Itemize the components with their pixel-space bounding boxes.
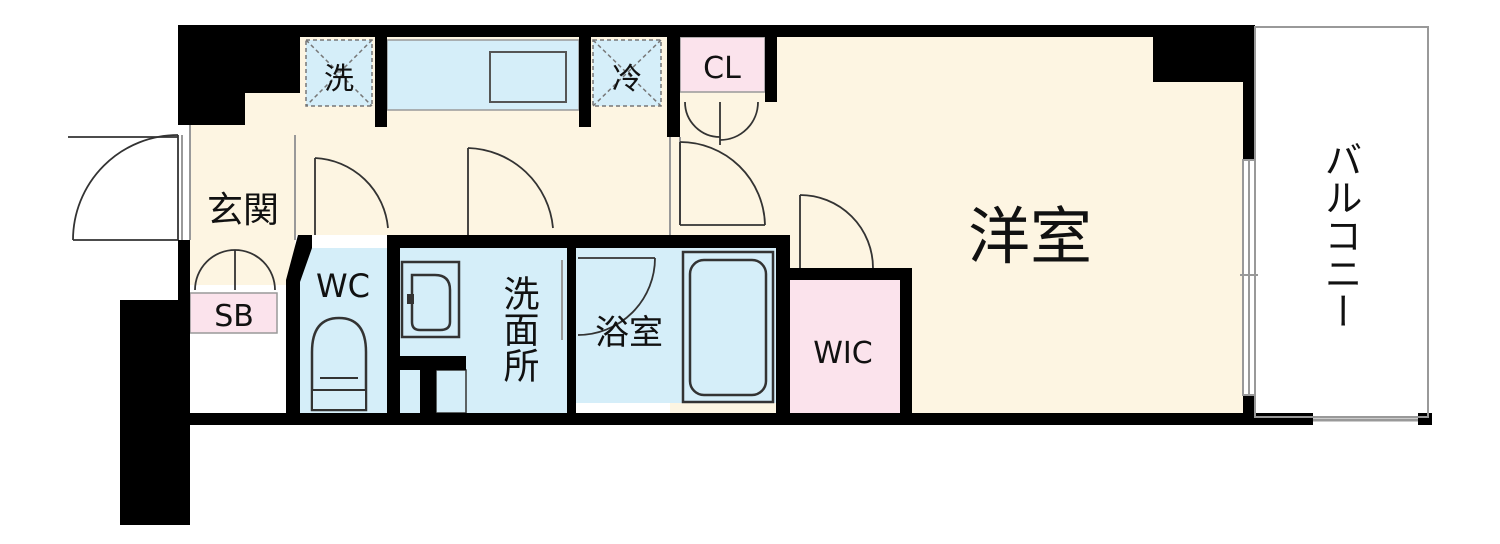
entrance-door bbox=[68, 134, 179, 241]
label-western-room: 洋室 bbox=[968, 200, 1092, 273]
fixtures bbox=[310, 51, 775, 414]
bathtub bbox=[681, 250, 775, 404]
label-bathroom: 浴室 bbox=[595, 313, 663, 353]
doors bbox=[68, 101, 874, 336]
room-labels: 洗 冷 CL 玄関 SB WC 浴室 洋室 WIC 洗面所 バルコニー bbox=[207, 51, 1362, 383]
kitchen-sink bbox=[489, 51, 567, 103]
wic-floor bbox=[790, 280, 900, 413]
label-refrigerator: 冷 bbox=[612, 62, 642, 97]
walls bbox=[120, 25, 1432, 525]
washbasin bbox=[400, 260, 461, 339]
label-toilet: WC bbox=[316, 267, 370, 305]
label-washing-machine: 洗 bbox=[324, 62, 354, 97]
label-balcony: バルコニー bbox=[1318, 140, 1362, 330]
washroom-step bbox=[435, 369, 467, 414]
toilet-bowl bbox=[310, 316, 368, 412]
shoe-box-floor bbox=[189, 292, 278, 334]
label-wic: WIC bbox=[813, 336, 872, 371]
label-closet: CL bbox=[703, 51, 741, 86]
label-washroom: 洗面所 bbox=[498, 275, 539, 383]
closet-floor bbox=[679, 36, 766, 93]
label-shoe-box: SB bbox=[214, 299, 254, 334]
label-entrance: 玄関 bbox=[207, 190, 279, 231]
